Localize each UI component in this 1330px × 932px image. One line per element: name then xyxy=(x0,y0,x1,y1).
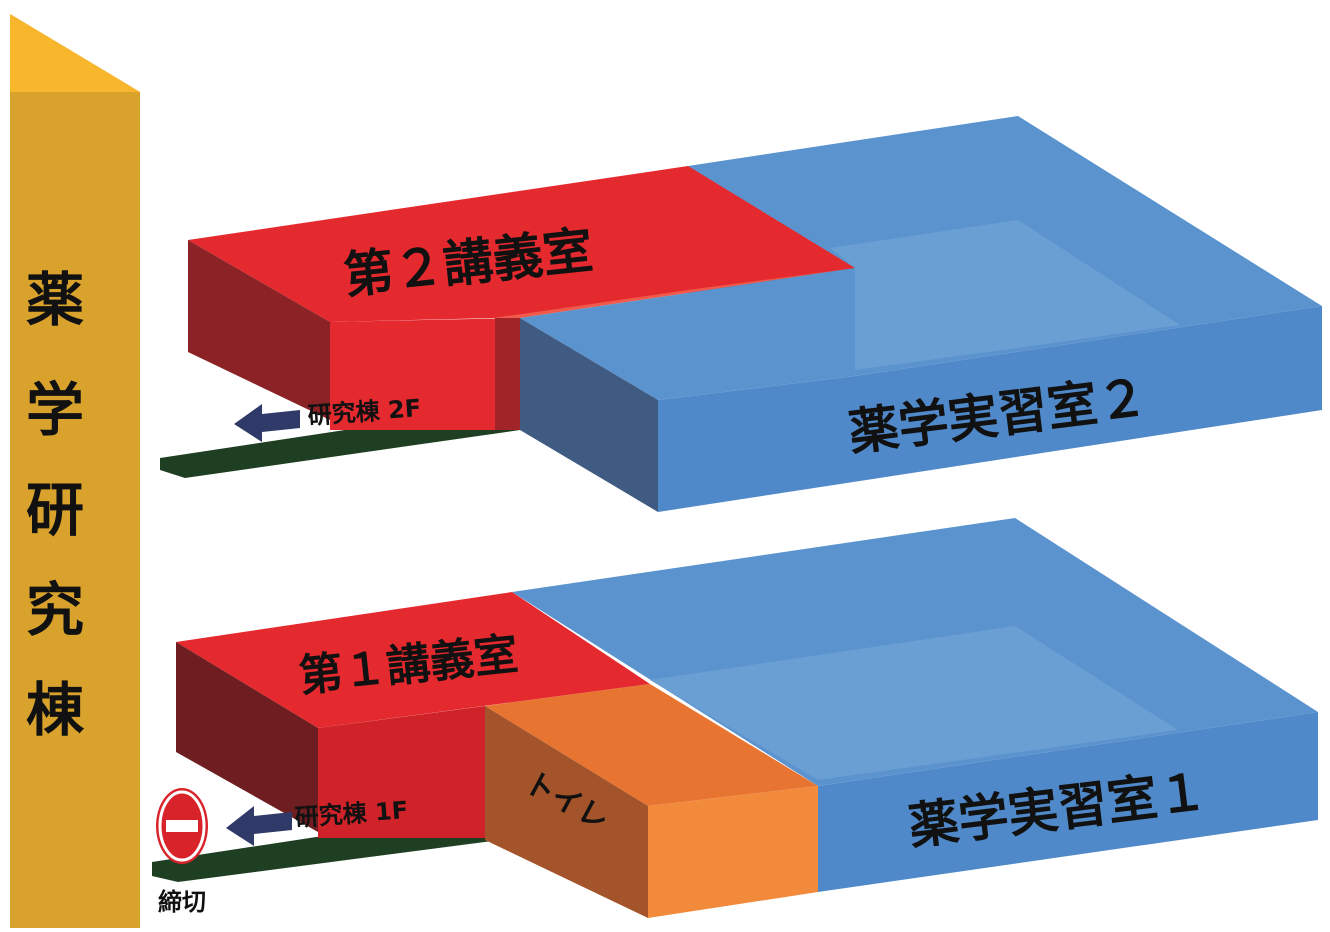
building-name-char-2: 学 xyxy=(26,376,84,444)
closed-label: 締切 xyxy=(158,888,206,916)
arrow-left-icon xyxy=(234,404,300,442)
building-tower: 薬 学 研 究 棟 xyxy=(10,14,140,928)
lecture-1-front xyxy=(318,706,485,838)
lab-2-front xyxy=(658,306,1322,512)
lecture-2-inner xyxy=(495,268,855,318)
lecture-1-side xyxy=(176,642,318,832)
toilet-top xyxy=(485,684,818,806)
lab-1-front xyxy=(818,712,1318,892)
lab-2-front-block-top xyxy=(520,268,855,400)
lecture-2-side xyxy=(188,240,330,420)
lecture-1-top xyxy=(176,592,650,728)
lab-2-front-block-side xyxy=(520,318,658,512)
arrow-left-icon xyxy=(226,806,292,846)
tower-face xyxy=(10,14,140,928)
building-name-char-5: 棟 xyxy=(26,676,85,744)
building-name-char-1: 薬 xyxy=(26,266,84,334)
building-name-char-4: 究 xyxy=(26,576,84,644)
floor-1: 第１講義室 トイレ 薬学実習室１ 研究棟 1F 締切 xyxy=(152,518,1318,918)
no-entry-icon xyxy=(156,788,208,864)
lecture-2-edge xyxy=(495,318,520,430)
lab-2-floor xyxy=(830,220,1180,370)
lecture-2-top xyxy=(188,166,855,322)
tower-top xyxy=(10,14,140,92)
lecture-2-front xyxy=(330,318,520,430)
floor-2: 第２講義室 薬学実習室２ 研究棟 2F xyxy=(160,116,1322,512)
building-name-char-3: 研 xyxy=(26,476,84,544)
lab-1-floor xyxy=(650,626,1178,780)
toilet-front xyxy=(648,786,818,918)
toilet-side xyxy=(485,706,648,918)
